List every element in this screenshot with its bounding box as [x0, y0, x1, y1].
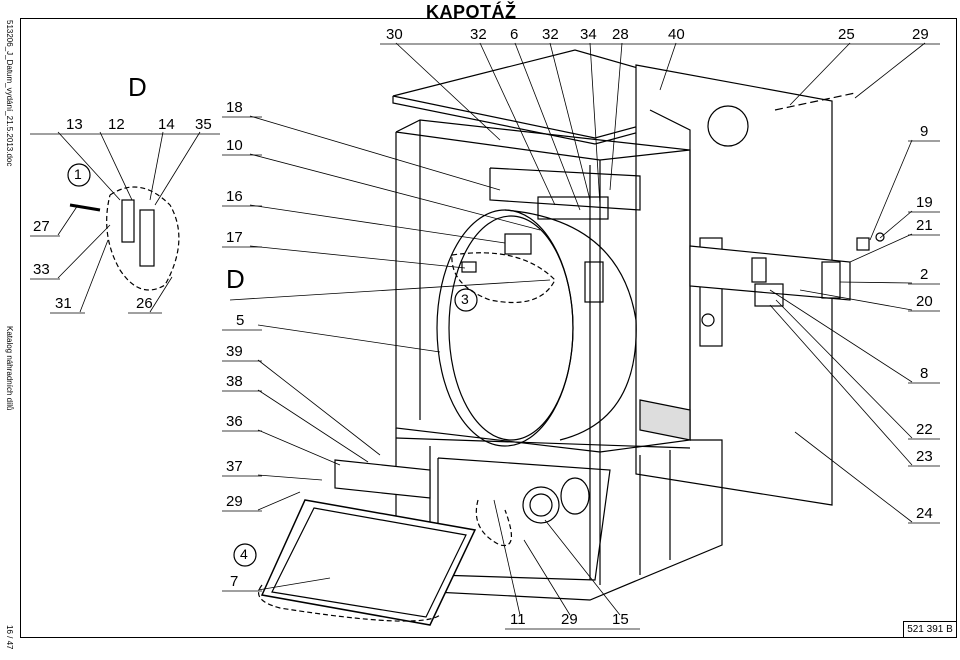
callout-top-9: 29 — [912, 26, 929, 43]
callout-right-9: 9 — [920, 123, 929, 140]
callout-left-10: 10 — [226, 137, 243, 154]
side-rail — [689, 245, 851, 301]
page-title: KAPOTÁŽ — [426, 2, 517, 22]
callout-left-17: 17 — [226, 229, 243, 246]
callout-top-7: 40 — [668, 26, 685, 43]
callout-left-12: 12 — [108, 116, 125, 133]
callout-bottom-29: 29 — [561, 611, 578, 628]
callout-top-1: 30 — [386, 26, 403, 43]
callout-left-39: 39 — [226, 343, 243, 360]
drawing-code: 521 391 B — [903, 621, 957, 638]
callout-right-2: 2 — [920, 266, 929, 283]
service-door — [260, 499, 477, 626]
callout-left-35: 35 — [195, 116, 212, 133]
callout-bottom-15: 15 — [612, 611, 629, 628]
callout-right-21: 21 — [916, 217, 933, 234]
detail-marker-d-top: D — [128, 72, 147, 102]
callout-top-3: 6 — [510, 26, 519, 43]
circled-marker-1: 1 — [74, 166, 82, 182]
callout-right-23: 23 — [916, 448, 933, 465]
callout-right-20: 20 — [916, 293, 933, 310]
callout-left-14: 14 — [158, 116, 175, 133]
callout-left-38: 38 — [226, 373, 243, 390]
circled-marker-4: 4 — [240, 546, 248, 562]
callout-left-27: 27 — [33, 218, 50, 235]
porthole-ring — [522, 486, 560, 524]
callout-left-18: 18 — [226, 99, 243, 116]
callout-left-31: 31 — [55, 295, 72, 312]
callout-top-2: 32 — [470, 26, 487, 43]
callout-left-7: 7 — [230, 573, 239, 590]
circled-marker-3: 3 — [461, 291, 469, 307]
callout-top-4: 32 — [542, 26, 559, 43]
callout-bottom-11: 11 — [510, 611, 526, 628]
callout-left-37: 37 — [226, 458, 243, 475]
callout-right-8: 8 — [920, 365, 929, 382]
callout-left-36: 36 — [226, 413, 243, 430]
callout-left-33: 33 — [33, 261, 50, 278]
callout-top-8: 25 — [838, 26, 855, 43]
callout-left-5: 5 — [236, 312, 245, 329]
callout-left-16: 16 — [226, 188, 243, 205]
callout-right-19: 19 — [916, 194, 933, 211]
callout-right-22: 22 — [916, 421, 933, 438]
leader-lines — [57, 42, 926, 616]
callout-left-29: 29 — [226, 493, 243, 510]
callout-top-6: 28 — [612, 26, 629, 43]
callout-top-5: 34 — [580, 26, 597, 43]
callout-left-13: 13 — [66, 116, 83, 133]
callout-left-26: 26 — [136, 295, 153, 312]
drawing-frame — [20, 18, 957, 638]
detail-bubble-1 — [106, 186, 180, 291]
detail-marker-d-left: D — [226, 264, 245, 294]
callout-right-24: 24 — [916, 505, 933, 522]
